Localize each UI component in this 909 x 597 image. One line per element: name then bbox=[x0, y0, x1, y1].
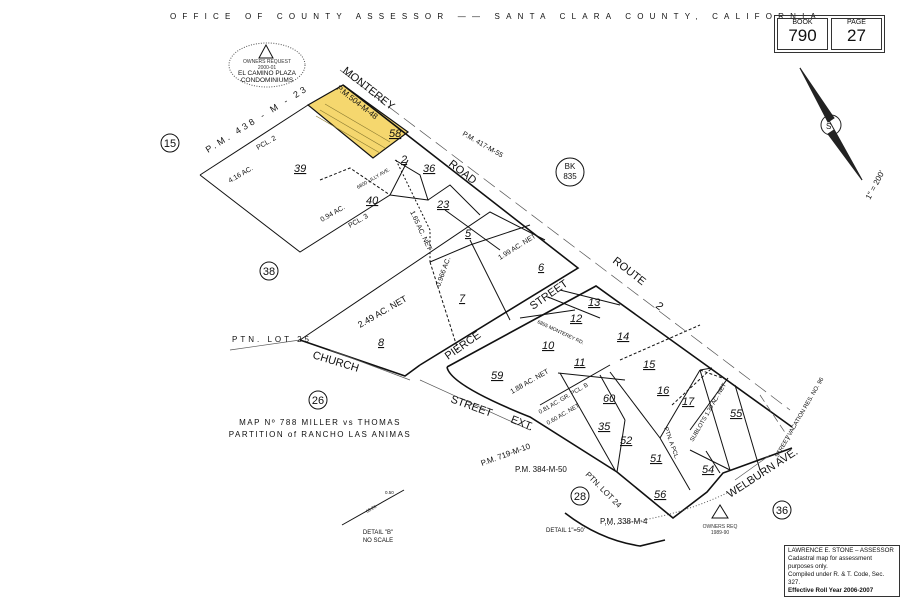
owners-req-line1: OWNERS REQ bbox=[703, 524, 738, 530]
detail-b-line bbox=[341, 489, 405, 526]
book-label: BOOK bbox=[792, 19, 813, 26]
road-centerlines bbox=[229, 69, 791, 481]
plat-pm338: P.M. 338-M-4 bbox=[600, 517, 648, 526]
parcel-11: 11 bbox=[574, 357, 585, 369]
book-835-label: BK bbox=[565, 162, 576, 171]
assessor-legend-box: LAWRENCE E. STONE – ASSESSOR Cadastral m… bbox=[784, 545, 900, 597]
book-cell: BOOK 790 bbox=[777, 18, 828, 50]
owners-request-bottom: OWNERS REQ 1989-90 bbox=[703, 504, 738, 536]
street-church: CHURCH bbox=[311, 349, 360, 374]
parcel-58: 58 bbox=[389, 128, 402, 140]
parcel-56: 56 bbox=[654, 489, 667, 501]
area-17: SUBLOTS 1.39 AC. NET bbox=[690, 382, 729, 443]
parcel-10: 10 bbox=[542, 340, 555, 352]
page-number: 27 bbox=[847, 26, 866, 45]
area-7: 0.966 AC. bbox=[435, 256, 452, 287]
street-route: ROUTE bbox=[610, 255, 648, 288]
book-ref-28: 28 bbox=[574, 491, 586, 503]
north-arrow-icon: S bbox=[799, 67, 863, 181]
ptn-lot-25: PTN. LOT 25 bbox=[232, 335, 312, 344]
parcel-15: 15 bbox=[643, 359, 656, 371]
route-number: 2 bbox=[653, 300, 665, 313]
page-cell: PAGE 27 bbox=[831, 18, 882, 50]
area-23: 1.65 AC. NET bbox=[408, 210, 433, 252]
parcel-5: 5 bbox=[465, 228, 472, 240]
page-label: PAGE bbox=[847, 19, 866, 26]
parcel-14: 14 bbox=[617, 331, 629, 343]
detail-b-noscale: NO SCALE bbox=[363, 538, 393, 544]
triangle-icon bbox=[711, 504, 729, 519]
detail-b-dim1: 0.50 bbox=[385, 490, 394, 495]
owners-request-line3: EL CAMINO PLAZA bbox=[238, 70, 297, 77]
detail-scale: DETAIL 1"=50' bbox=[546, 528, 585, 534]
owners-request-line1: OWNERS REQUEST bbox=[243, 59, 291, 65]
triangle-icon bbox=[258, 43, 274, 59]
owners-req-line2: 1989-90 bbox=[711, 530, 730, 536]
parcel-12: 12 bbox=[570, 313, 582, 325]
detail-b-title: DETAIL "B" bbox=[363, 530, 393, 536]
parcel-boundaries bbox=[199, 84, 793, 520]
area-8: 2.49 AC. NET bbox=[356, 293, 409, 329]
owners-request-line2: 2000-01 bbox=[258, 65, 277, 71]
parcel-8: 8 bbox=[378, 337, 385, 349]
parcel-55: 55 bbox=[730, 408, 743, 420]
parcel-39: 39 bbox=[294, 163, 306, 175]
parcel-23: 23 bbox=[436, 199, 450, 211]
parcel-54: 54 bbox=[702, 464, 714, 476]
plat-pm384: P.M. 384-M-50 bbox=[515, 465, 567, 474]
owners-request-line4: CONDOMINIUMS bbox=[241, 77, 294, 84]
book-835-number: 835 bbox=[563, 172, 577, 181]
parcel-7: 7 bbox=[459, 293, 466, 305]
detail-boundary bbox=[564, 512, 666, 547]
parcel-52: 52 bbox=[620, 435, 632, 447]
parcel-40: 40 bbox=[366, 195, 379, 207]
book-number: 790 bbox=[788, 26, 817, 45]
parcel-58-hatching bbox=[315, 103, 391, 154]
scale-label: 1" = 200' bbox=[864, 169, 887, 201]
parcel-13: 13 bbox=[588, 297, 601, 309]
book-ref-36: 36 bbox=[776, 505, 788, 517]
parcel-59: 59 bbox=[491, 370, 503, 382]
street-vacation: STREET VACATION RES. NO. 96 bbox=[775, 376, 826, 459]
detail-b-dim2: 69.26 bbox=[365, 504, 378, 514]
ptn-a-pcl: PTN. A PCL. bbox=[662, 427, 679, 461]
ptn-lot-24: PTN. LOT 24 bbox=[584, 470, 624, 510]
area-6: 1.99 AC. NET bbox=[497, 233, 538, 262]
legend-line3: Compiled under R. & T. Code, Sec. 327. bbox=[788, 571, 885, 586]
parcel-60: 60 bbox=[603, 393, 616, 405]
circled-markers bbox=[160, 133, 792, 520]
owners-request-top: OWNERS REQUEST 2000-01 EL CAMINO PLAZA C… bbox=[228, 42, 306, 88]
parcel-2: 2 bbox=[400, 154, 407, 166]
area-39: 4.16 AC. bbox=[228, 165, 255, 185]
plat-pm417: P.M. 417-M-55 bbox=[461, 131, 504, 160]
book-ref-15: 15 bbox=[164, 138, 176, 150]
parcel-16: 16 bbox=[657, 385, 670, 397]
map-title-line1: MAP Nº 788 MILLER vs THOMAS bbox=[239, 418, 401, 427]
street-ext: EXT. bbox=[509, 414, 535, 434]
address-lilly: 6800 LILLY AVE. bbox=[356, 167, 391, 191]
area-59: 1.88 AC. NET bbox=[510, 368, 551, 396]
parcel-35: 35 bbox=[598, 421, 611, 433]
parcel-51: 51 bbox=[650, 453, 662, 465]
legend-line1: LAWRENCE E. STONE – ASSESSOR bbox=[788, 547, 894, 554]
area-40: 0.94 AC. bbox=[320, 204, 347, 224]
detail-leader bbox=[604, 492, 728, 526]
legend-line2: Cadastral map for assessment purposes on… bbox=[788, 555, 872, 570]
parcel-36: 36 bbox=[423, 163, 436, 175]
highlighted-parcel-58[interactable] bbox=[306, 84, 410, 159]
parcel-6: 6 bbox=[538, 262, 545, 274]
plat-pm719: P.M. 719-M-10 bbox=[480, 441, 532, 467]
parcel-17: 17 bbox=[682, 396, 695, 408]
svg-text:S: S bbox=[826, 122, 831, 131]
street-welburn: WELBURN AVE. bbox=[725, 446, 800, 501]
map-header-title: OFFICE OF COUNTY ASSESSOR —— SANTA CLARA… bbox=[170, 12, 823, 21]
map-title-line2: PARTITION of RANCHO LAS ANIMAS bbox=[229, 430, 412, 439]
book-ref-38: 38 bbox=[263, 266, 275, 278]
book-ref-26: 26 bbox=[312, 395, 324, 407]
book-page-box: BOOK 790 PAGE 27 bbox=[774, 15, 885, 53]
legend-line4: Effective Roll Year 2006-2007 bbox=[788, 587, 874, 594]
